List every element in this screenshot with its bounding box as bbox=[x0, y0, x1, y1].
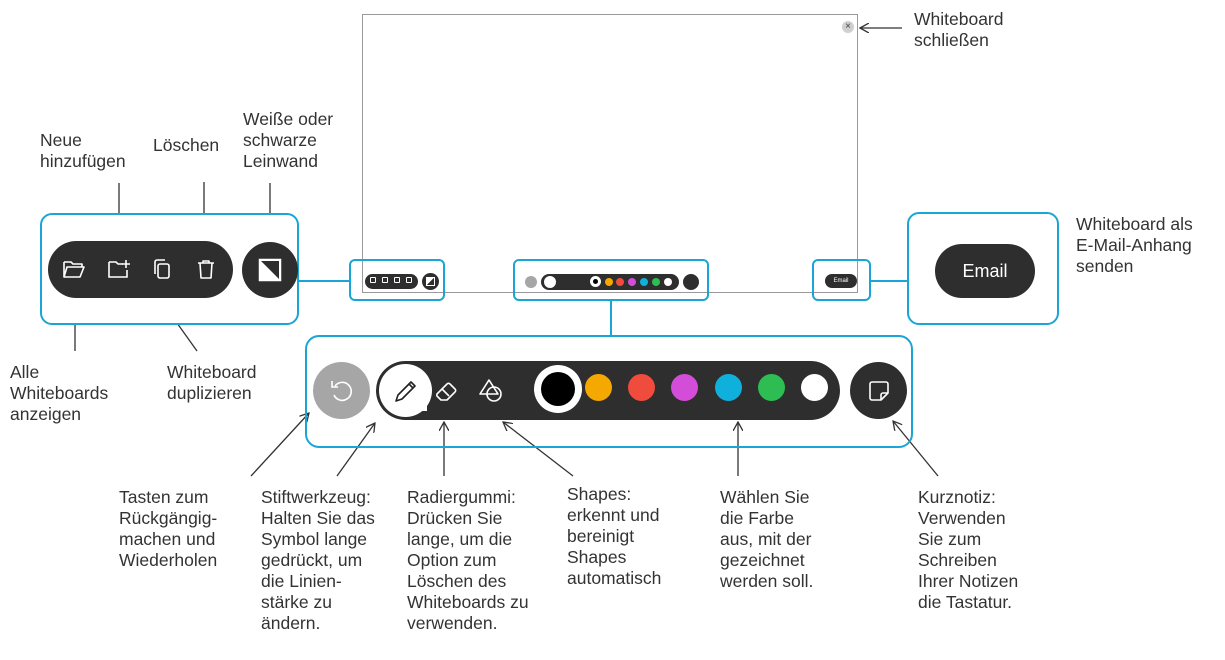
arrow-shapes bbox=[503, 422, 574, 477]
shapes-icon[interactable] bbox=[477, 377, 505, 405]
mini-color-white bbox=[664, 278, 672, 286]
label-pen-tool: Stiftwerkzeug: Halten Sie das Symbol lan… bbox=[261, 487, 375, 633]
mini-color-yellow bbox=[605, 278, 613, 286]
duplicate-icon[interactable] bbox=[152, 258, 174, 280]
eraser-icon[interactable] bbox=[434, 379, 460, 403]
mini-pen-icon bbox=[544, 276, 556, 288]
sticky-note-icon bbox=[869, 381, 889, 401]
label-shapes: Shapes: erkennt und bereinigt Shapes aut… bbox=[567, 484, 662, 588]
drawing-toolbar-panel bbox=[305, 335, 913, 448]
trash-icon[interactable] bbox=[195, 258, 217, 280]
color-green[interactable] bbox=[758, 374, 785, 401]
undo-icon bbox=[331, 381, 353, 402]
label-delete: Löschen bbox=[153, 135, 220, 155]
highlight-left-toolbar bbox=[349, 259, 445, 301]
mini-note-icon bbox=[683, 274, 699, 290]
mini-canvas-icon bbox=[426, 277, 435, 286]
email-panel bbox=[907, 212, 1059, 325]
color-white[interactable] bbox=[801, 374, 828, 401]
folder-open-icon[interactable] bbox=[62, 258, 86, 280]
mini-duplicate-icon bbox=[394, 277, 400, 283]
color-purple[interactable] bbox=[671, 374, 698, 401]
label-add-new: Neue hinzufügen bbox=[40, 130, 126, 171]
pen-options-indicator bbox=[420, 404, 427, 411]
label-color: Wählen Sie die Farbe aus, mit der gezeic… bbox=[720, 487, 814, 591]
mini-file-pill bbox=[365, 274, 418, 289]
mini-undo-icon bbox=[525, 276, 537, 288]
label-close-whiteboard: Whiteboard schließen bbox=[914, 9, 1004, 50]
sticky-note-button[interactable] bbox=[850, 362, 907, 419]
mini-color-green bbox=[652, 278, 660, 286]
mini-color-blue bbox=[640, 278, 648, 286]
arrow-undo bbox=[250, 413, 309, 477]
file-actions-pill bbox=[48, 241, 233, 298]
mini-trash-icon bbox=[406, 277, 412, 283]
label-undo-redo: Tasten zum Rückgängig- machen und Wieder… bbox=[119, 487, 218, 570]
canvas-toggle-icon bbox=[258, 258, 282, 282]
mini-color-black bbox=[593, 279, 598, 284]
whiteboard-canvas[interactable] bbox=[362, 14, 858, 293]
color-blue[interactable] bbox=[715, 374, 742, 401]
undo-button[interactable] bbox=[313, 362, 370, 419]
highlight-center-toolbar bbox=[513, 259, 709, 301]
close-icon[interactable]: × bbox=[842, 21, 854, 33]
label-all-whiteboards: Alle Whiteboards anzeigen bbox=[10, 362, 109, 424]
label-sticky-note: Kurznotiz: Verwenden Sie zum Schreiben I… bbox=[918, 487, 1019, 612]
email-button[interactable]: Email bbox=[935, 244, 1035, 298]
label-eraser: Radiergummi: Drücken Sie lange, um die O… bbox=[407, 487, 529, 633]
mini-folder-icon bbox=[370, 277, 376, 283]
mini-email-button: Email bbox=[825, 274, 857, 288]
label-duplicate-whiteboard: Whiteboard duplizieren bbox=[167, 362, 257, 403]
mini-canvas-toggle bbox=[422, 273, 439, 290]
label-email-attachment: Whiteboard als E-Mail-Anhang senden bbox=[1076, 214, 1193, 276]
add-board-icon[interactable] bbox=[107, 258, 131, 280]
pen-icon bbox=[395, 381, 416, 402]
highlight-email bbox=[812, 259, 871, 301]
color-red[interactable] bbox=[628, 374, 655, 401]
arrow-note bbox=[893, 421, 939, 477]
mini-color-red bbox=[616, 278, 624, 286]
label-canvas-color: Weiße oder schwarze Leinwand bbox=[243, 109, 334, 171]
color-yellow[interactable] bbox=[585, 374, 612, 401]
color-black[interactable] bbox=[541, 372, 575, 406]
mini-color-purple bbox=[628, 278, 636, 286]
mini-add-icon bbox=[382, 277, 388, 283]
arrow-pen bbox=[336, 423, 375, 477]
